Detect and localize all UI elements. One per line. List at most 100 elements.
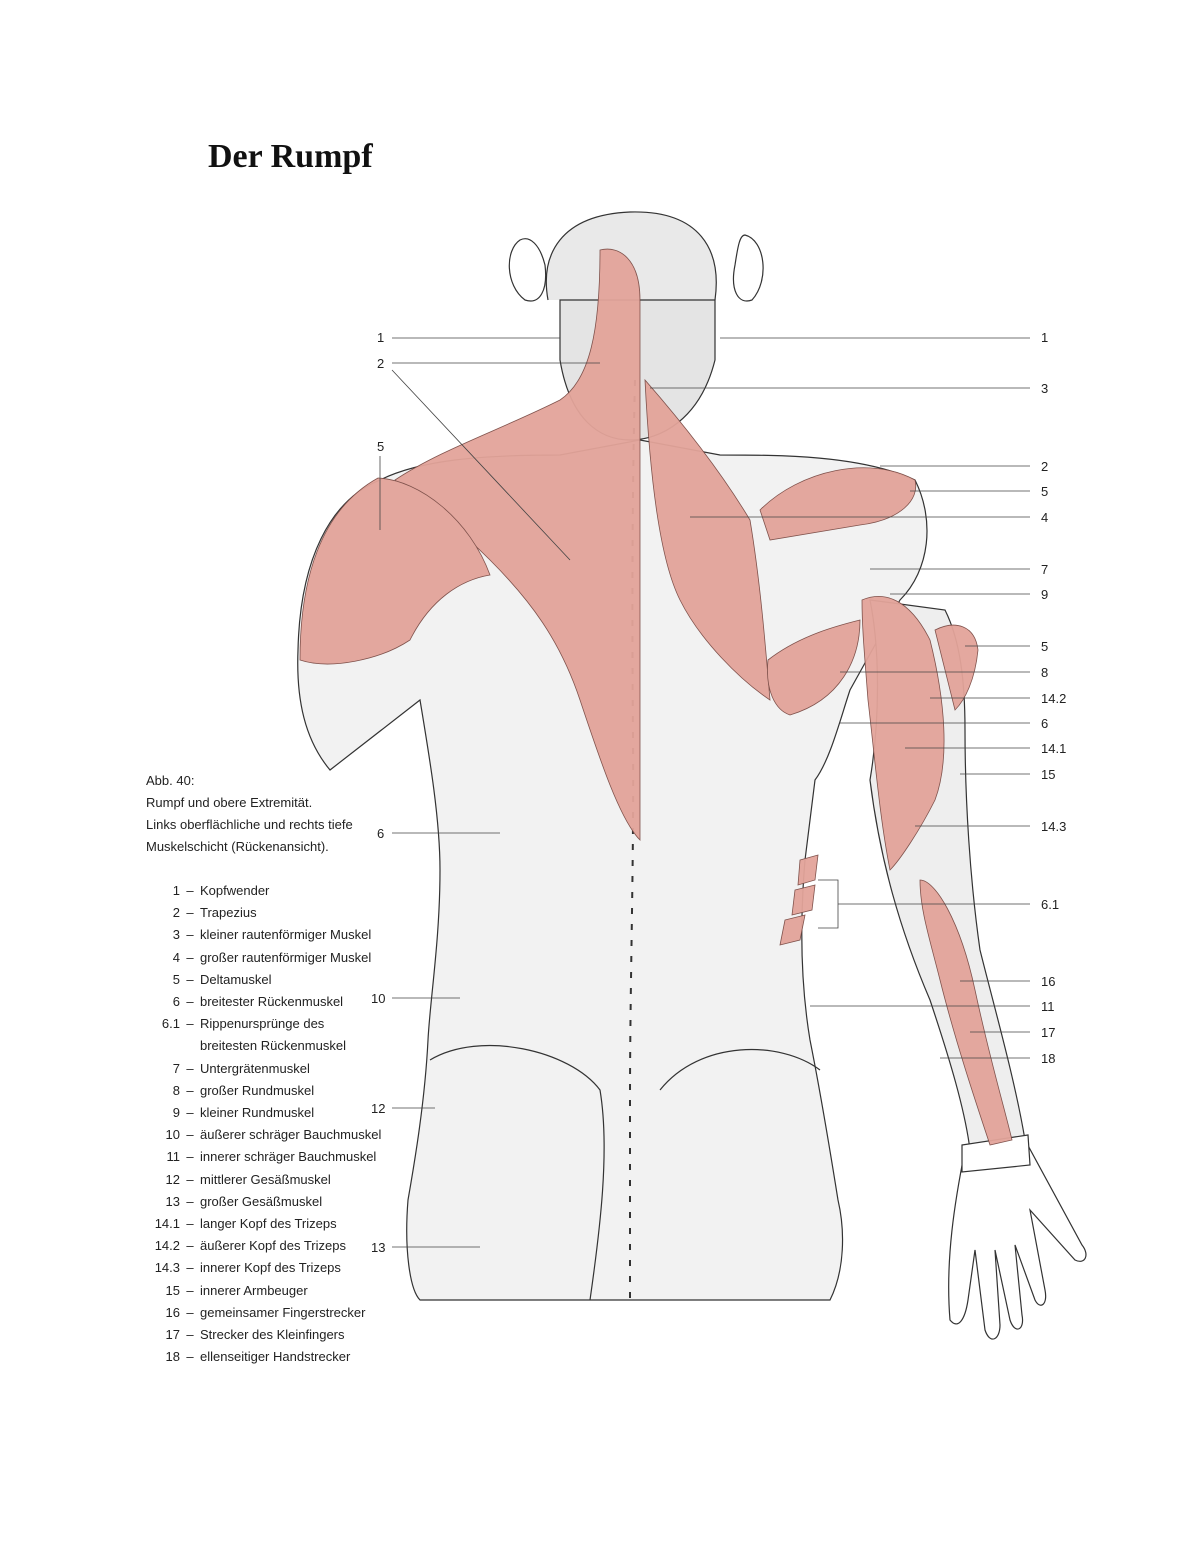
legend-dash: – xyxy=(186,1127,194,1143)
legend-dash: – xyxy=(186,1238,194,1254)
label-left-1: 1 xyxy=(377,330,385,345)
legend-dash: – xyxy=(186,883,194,898)
page-title: Der Rumpf xyxy=(208,138,373,175)
legend-number: 1 xyxy=(172,883,180,898)
legend-item: 2–Trapezius xyxy=(146,902,381,924)
gluteal-right xyxy=(659,1048,821,1091)
legend-dash: – xyxy=(186,994,194,1010)
muscles-superficial xyxy=(299,248,641,841)
right-hand xyxy=(948,1139,1087,1340)
label-left-2: 2 xyxy=(377,356,385,371)
legend-number: 5 xyxy=(172,971,180,987)
legend-item: 14.3–innerer Kopf des Trizeps xyxy=(146,1257,381,1279)
legend-text: großer rautenförmiger Muskel xyxy=(200,949,372,965)
label-right-11: 11 xyxy=(1041,999,1055,1014)
legend-text: gemeinsamer Fingerstrecker xyxy=(200,1304,366,1320)
legend-text: kleiner Rundmuskel xyxy=(200,1105,315,1121)
legend-number: 4 xyxy=(172,949,180,965)
legend-text: äußerer schräger Bauchmuskel xyxy=(200,1127,382,1143)
legend-number: 16 xyxy=(165,1304,180,1320)
legend-number: 6 xyxy=(172,994,180,1010)
right-ear xyxy=(732,234,764,302)
legend-number: 6.1 xyxy=(161,1016,180,1032)
leader-lines xyxy=(379,337,1030,1248)
muscles-deep xyxy=(644,378,1013,1146)
legend-item: 13–großer Gesäßmuskel xyxy=(146,1191,381,1213)
label-right-14-2: 14.2 xyxy=(1041,691,1067,706)
legend-item: 9–kleiner Rundmuskel xyxy=(146,1102,381,1124)
legend-dash: – xyxy=(186,1282,194,1298)
label-right-1: 1 xyxy=(1041,330,1049,345)
label-right-14-1: 14.1 xyxy=(1041,741,1067,756)
legend-item: 3–kleiner rautenförmiger Muskel xyxy=(146,924,381,946)
forearm-extensor xyxy=(919,879,1013,1146)
legend-number: 2 xyxy=(172,905,180,921)
deltoid-muscle-left xyxy=(299,477,491,665)
legend-dash: – xyxy=(186,927,194,943)
legend-text: Untergrätenmuskel xyxy=(200,1060,310,1076)
legend-item: 15–innerer Armbeuger xyxy=(146,1280,381,1302)
label-left-12: 12 xyxy=(371,1101,386,1116)
label-right-17: 17 xyxy=(1041,1025,1056,1040)
legend-item: 1–Kopfwender xyxy=(146,880,381,902)
label-right-8: 8 xyxy=(1041,665,1049,680)
rhomboid-muscle xyxy=(644,378,771,701)
legend-item: 7–Untergrätenmuskel xyxy=(146,1058,381,1080)
legend-dash: – xyxy=(186,971,194,987)
legend-text: Rippenursprünge des xyxy=(200,1016,325,1032)
legend-dash: – xyxy=(186,1349,194,1365)
legend-text: Deltamuskel xyxy=(200,971,272,987)
legend-item: 12–mittlerer Gesäßmuskel xyxy=(146,1169,381,1191)
caption-line: Links oberflächliche und rechts tiefe xyxy=(146,817,353,832)
legend-item: 8–großer Rundmuskel xyxy=(146,1080,381,1102)
legend-text: großer Rundmuskel xyxy=(200,1082,315,1098)
legend-item: 4–großer rautenförmiger Muskel xyxy=(146,947,381,969)
label-right-7: 7 xyxy=(1041,562,1049,577)
legend-number: 3 xyxy=(172,927,180,943)
label-left-5: 5 xyxy=(377,439,385,454)
caption-line: Muskelschicht (Rückenansicht). xyxy=(146,839,329,854)
legend-item: 14.2–äußerer Kopf des Trizeps xyxy=(146,1235,381,1257)
legend-number: 12 xyxy=(165,1171,180,1187)
body-outline xyxy=(297,211,1087,1340)
label-right-15: 15 xyxy=(1041,767,1056,782)
label-right-3: 3 xyxy=(1041,381,1049,396)
caption-line: Abb. 40: xyxy=(146,773,195,788)
legend-number: 7 xyxy=(172,1060,180,1076)
legend-number: 14.1 xyxy=(154,1216,180,1232)
legend-item: 5–Deltamuskel xyxy=(146,969,381,991)
legend-item-continuation: breitesten Rückenmuskel xyxy=(200,1038,346,1054)
legend-number: 11 xyxy=(166,1149,181,1165)
legend-number: 9 xyxy=(172,1105,180,1121)
legend-number: 13 xyxy=(165,1193,180,1209)
legend-number: 14.3 xyxy=(154,1260,180,1276)
head-outline xyxy=(545,211,717,301)
legend-dash: – xyxy=(186,1060,194,1076)
legend-text: innerer Armbeuger xyxy=(200,1282,308,1298)
legend-text: kleiner rautenförmiger Muskel xyxy=(200,927,372,943)
legend-item: 6–breitester Rückenmuskel xyxy=(146,991,381,1013)
legend-text: Trapezius xyxy=(200,905,257,921)
legend-dash: – xyxy=(186,1216,194,1232)
label-right-9: 9 xyxy=(1041,587,1049,602)
legend-number: 10 xyxy=(165,1127,180,1143)
legend-dash: – xyxy=(186,1327,194,1343)
legend-number: 15 xyxy=(165,1282,180,1298)
label-right-6: 6 xyxy=(1041,716,1049,731)
label-right-16: 16 xyxy=(1041,974,1056,989)
legend-item: 16–gemeinsamer Fingerstrecker xyxy=(146,1302,381,1324)
legend-number: 17 xyxy=(165,1327,180,1343)
legend-item: 10–äußerer schräger Bauchmuskel xyxy=(146,1124,382,1146)
legend-item: 6.1–Rippenursprünge des xyxy=(146,1013,381,1035)
legend-dash: – xyxy=(186,1193,194,1209)
label-right-14-3: 14.3 xyxy=(1041,819,1067,834)
legend-text: Strecker des Kleinfingers xyxy=(200,1327,345,1343)
legend-text: ellenseitiger Handstrecker xyxy=(200,1349,351,1365)
label-right-5b: 5 xyxy=(1041,639,1049,654)
label-right-18: 18 xyxy=(1041,1051,1056,1066)
triceps-muscle xyxy=(861,596,945,871)
legend-dash: – xyxy=(186,1149,194,1165)
figure-caption: Abb. 40: Rumpf und obere Extremität. Lin… xyxy=(146,770,353,858)
